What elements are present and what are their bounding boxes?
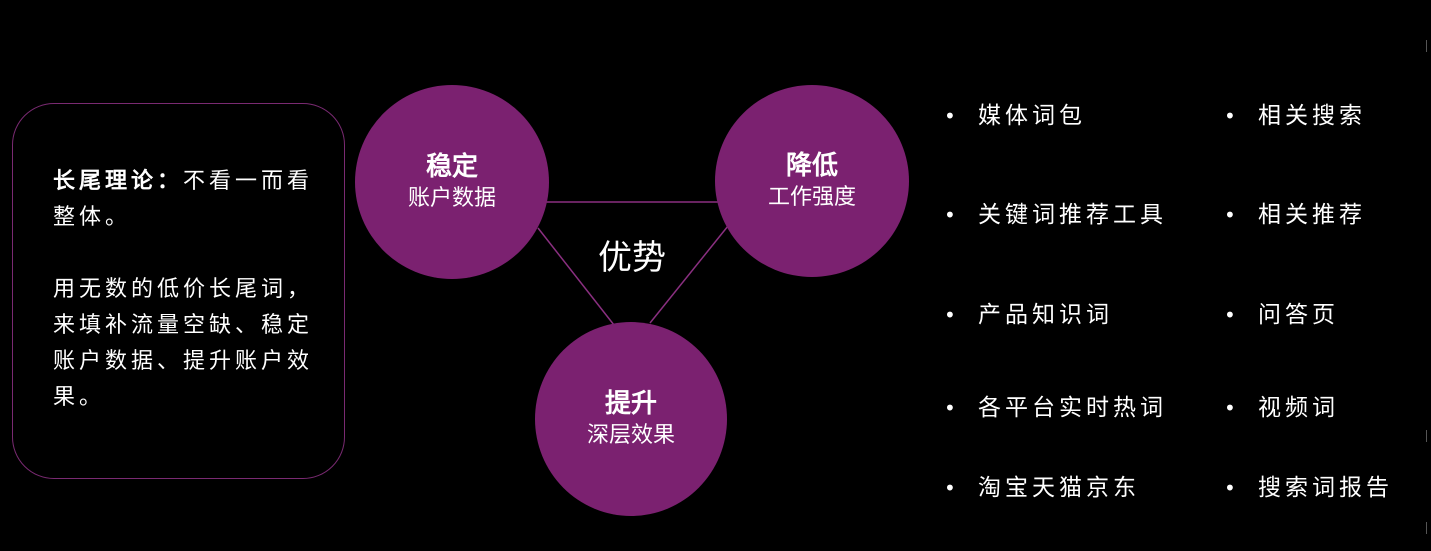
bullet-icon: •: [1224, 476, 1240, 500]
theory-heading: 长尾理论：: [53, 169, 184, 194]
theory-summary: 不看一而看整体。: [53, 169, 314, 230]
edge-tick: [1426, 40, 1427, 52]
bullet-icon: •: [1224, 104, 1240, 128]
list-item-label: 各平台实时热词: [978, 395, 1167, 421]
list-item-left-1: • 媒体词包: [944, 101, 1086, 131]
bullet-icon: •: [944, 203, 960, 227]
list-item-right-2: • 相关推荐: [1224, 200, 1366, 230]
list-item-left-2: • 关键词推荐工具: [944, 200, 1167, 230]
list-item-label: 产品知识词: [978, 302, 1113, 328]
bullet-icon: •: [944, 104, 960, 128]
bullet-icon: •: [944, 396, 960, 420]
edge-tick: [1426, 430, 1427, 442]
circle-stable-subtitle: 账户数据: [407, 186, 496, 211]
list-item-right-4: • 视频词: [1224, 393, 1339, 423]
list-item-label: 问答页: [1258, 302, 1339, 328]
list-item-right-5: • 搜索词报告: [1224, 473, 1393, 503]
circle-reduce: 降低 工作强度: [715, 85, 909, 277]
circle-stable: 稳定 账户数据: [355, 85, 549, 279]
circle-improve-subtitle: 深层效果: [586, 423, 675, 448]
list-item-label: 相关搜索: [1258, 103, 1366, 129]
list-item-label: 淘宝天猫京东: [978, 475, 1140, 501]
list-item-label: 媒体词包: [978, 103, 1086, 129]
bullet-icon: •: [1224, 203, 1240, 227]
long-tail-theory-box: 长尾理论：不看一而看整体。 用无数的低价长尾词，来填补流量空缺、稳定账户数据、提…: [12, 103, 345, 479]
circle-stable-title: 稳定: [425, 152, 478, 182]
list-item-left-4: • 各平台实时热词: [944, 393, 1167, 423]
list-item-label: 视频词: [1258, 395, 1339, 421]
theory-detail: 用无数的低价长尾词，来填补流量空缺、稳定账户数据、提升账户效果。: [53, 277, 314, 410]
list-item-label: 搜索词报告: [1258, 475, 1393, 501]
connector-reduce-to-improve: [649, 225, 729, 324]
circle-improve: 提升 深层效果: [535, 322, 727, 516]
list-item-label: 相关推荐: [1258, 202, 1366, 228]
list-item-left-5: • 淘宝天猫京东: [944, 473, 1140, 503]
bullet-icon: •: [1224, 303, 1240, 327]
list-item-right-3: • 问答页: [1224, 300, 1339, 330]
bullet-icon: •: [944, 303, 960, 327]
circle-reduce-subtitle: 工作强度: [767, 185, 856, 210]
list-item-left-3: • 产品知识词: [944, 300, 1113, 330]
advantage-label: 优势: [598, 238, 666, 278]
bullet-icon: •: [944, 476, 960, 500]
circle-reduce-title: 降低: [785, 151, 838, 181]
list-item-right-1: • 相关搜索: [1224, 101, 1366, 131]
theory-statement: 长尾理论：不看一而看整体。: [53, 164, 322, 236]
bullet-icon: •: [1224, 396, 1240, 420]
list-item-label: 关键词推荐工具: [978, 202, 1167, 228]
edge-tick: [1426, 522, 1427, 534]
connector-stable-to-improve: [537, 227, 615, 326]
circle-improve-title: 提升: [604, 389, 657, 419]
